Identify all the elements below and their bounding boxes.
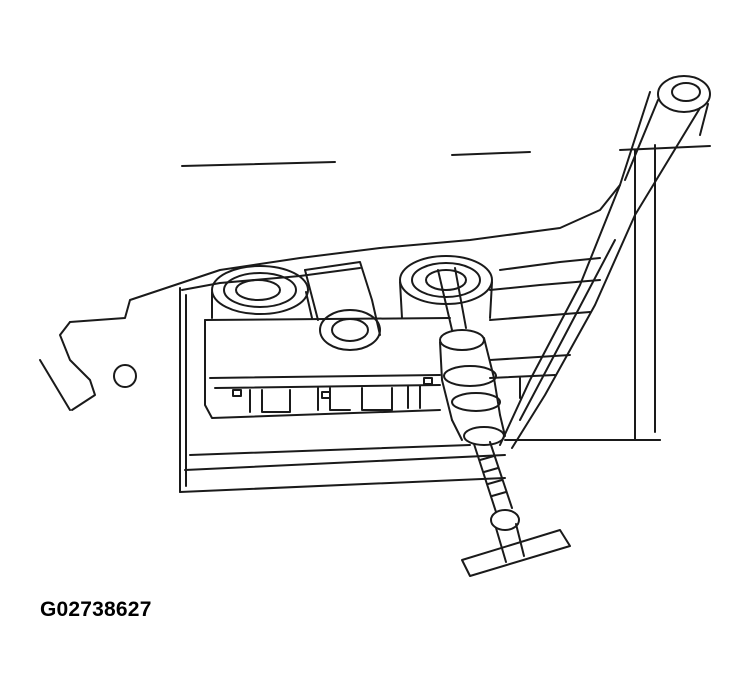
right-plug-well: [399, 255, 493, 319]
left-bracket: [39, 321, 137, 411]
puller-body: [437, 267, 506, 446]
left-plug-well: [211, 265, 313, 319]
t-handle: [461, 441, 571, 577]
figure-id-label: G02738627: [40, 598, 152, 621]
cylinder-block: [204, 311, 591, 419]
cover-silhouette: [69, 184, 621, 323]
housing-frame: [179, 144, 661, 493]
lever-arm: [499, 75, 711, 449]
center-boss: [304, 261, 381, 351]
